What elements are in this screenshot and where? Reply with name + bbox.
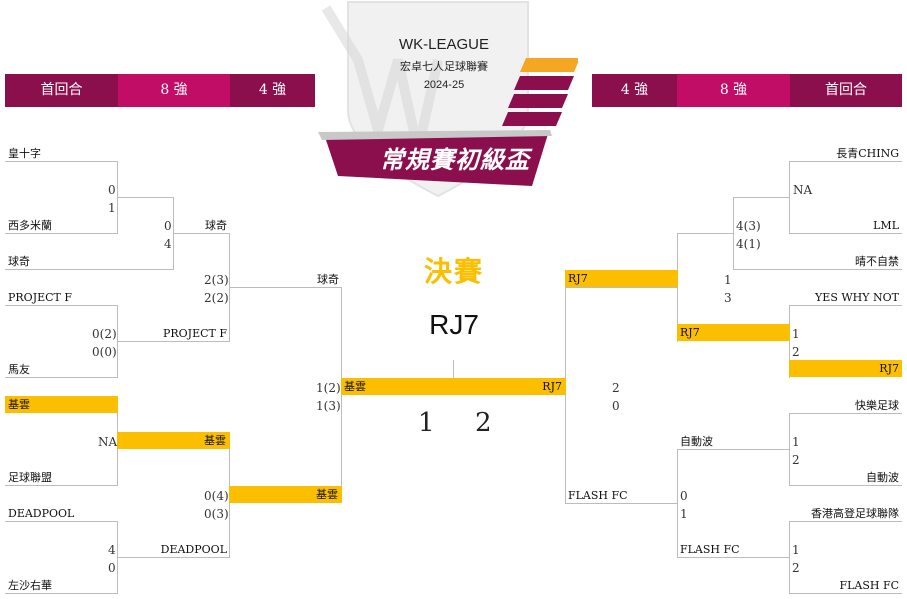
league-season: 2024-25 bbox=[423, 79, 465, 91]
team-name: 馬友 bbox=[8, 363, 30, 376]
team-name-highlight: 基雲 bbox=[5, 396, 118, 413]
team-name: YES WHY NOT bbox=[815, 291, 899, 304]
champion-name: RJ7 bbox=[429, 309, 479, 340]
score: 1(3) bbox=[316, 399, 341, 413]
score: 1 bbox=[108, 201, 116, 215]
team-name: 自動波 bbox=[680, 435, 713, 448]
score: 2 bbox=[792, 561, 800, 575]
final-score-right: 2 bbox=[475, 408, 492, 438]
team-name: 足球聯盟 bbox=[8, 471, 52, 484]
score: 4(1) bbox=[736, 237, 761, 251]
header-round-1: 首回合 bbox=[5, 74, 118, 107]
score: 0 bbox=[680, 489, 688, 503]
score: 0 bbox=[164, 219, 172, 233]
score: 1 bbox=[680, 507, 688, 521]
team-name-highlight: 基雲 bbox=[229, 486, 342, 503]
score: 2(3) bbox=[204, 273, 229, 287]
cup-name: 常規賽初級盃 bbox=[380, 146, 530, 174]
header-round-8: 8 強 bbox=[677, 74, 790, 107]
score: NA bbox=[793, 183, 813, 197]
score: 0 bbox=[108, 561, 116, 575]
final-score-left: 1 bbox=[418, 408, 435, 438]
score: 1 bbox=[792, 435, 800, 449]
score: 3 bbox=[724, 291, 732, 305]
team-name: 皇十字 bbox=[8, 147, 41, 160]
header-right: 4 強 8 強 首回合 bbox=[592, 74, 902, 107]
score: 0 bbox=[108, 183, 116, 197]
logo-shield-graphic bbox=[318, 1, 580, 198]
team-name-highlight: RJ7 bbox=[565, 270, 678, 287]
team-name: 長青CHING bbox=[836, 147, 899, 160]
score: 2 bbox=[792, 453, 800, 467]
score: 2 bbox=[612, 381, 620, 395]
team-name: PROJECT F bbox=[162, 327, 227, 340]
team-name: 球奇 bbox=[205, 219, 227, 232]
team-name-highlight: RJ7 bbox=[789, 360, 902, 377]
header-round-4: 4 強 bbox=[230, 74, 315, 107]
score: 1(2) bbox=[316, 381, 341, 395]
league-name: WK-LEAGUE bbox=[398, 36, 489, 53]
header-round-1: 首回合 bbox=[790, 74, 902, 107]
league-logo bbox=[318, 0, 580, 200]
score: 1 bbox=[792, 543, 800, 557]
score: 1 bbox=[792, 327, 800, 341]
team-name: 香港高登足球聯隊 bbox=[811, 507, 899, 520]
score: NA bbox=[98, 435, 118, 449]
score: 4(3) bbox=[736, 219, 761, 233]
header-round-8: 8 強 bbox=[118, 74, 230, 107]
score: 4 bbox=[108, 543, 116, 557]
team-name: 球奇 bbox=[8, 255, 30, 268]
team-name: LML bbox=[873, 219, 899, 232]
team-name: DEADPOOL bbox=[8, 507, 75, 520]
team-name: PROJECT F bbox=[8, 291, 73, 304]
team-name: FLASH FC bbox=[680, 543, 740, 556]
score: 0 bbox=[612, 399, 620, 413]
team-name: 快樂足球 bbox=[855, 399, 899, 412]
score: 0(4) bbox=[204, 489, 229, 503]
score: 2(2) bbox=[204, 291, 229, 305]
score: 0(3) bbox=[204, 507, 229, 521]
finalist-left: 基雲 bbox=[341, 378, 454, 395]
team-name: FLASH FC bbox=[839, 579, 899, 592]
score: 4 bbox=[164, 237, 172, 251]
final-title: 決賽 bbox=[423, 255, 484, 288]
team-name: 西多米蘭 bbox=[8, 219, 52, 232]
team-name: 左沙右華 bbox=[8, 579, 52, 592]
score: 0(0) bbox=[92, 345, 117, 359]
finalist-right: RJ7 bbox=[453, 378, 566, 395]
team-name: DEADPOOL bbox=[160, 543, 227, 556]
header-round-4: 4 強 bbox=[592, 74, 677, 107]
team-name-highlight: 基雲 bbox=[117, 432, 230, 449]
team-name: FLASH FC bbox=[568, 489, 628, 502]
league-subtitle: 宏卓七人足球聯賽 bbox=[400, 60, 488, 73]
score: 2 bbox=[792, 345, 800, 359]
team-name: 晴不自禁 bbox=[855, 255, 899, 268]
score: 0(2) bbox=[92, 327, 117, 341]
score: 1 bbox=[724, 273, 732, 287]
header-left: 首回合 8 強 4 強 bbox=[5, 74, 315, 107]
team-name: 球奇 bbox=[317, 273, 339, 286]
team-name: 自動波 bbox=[866, 471, 899, 484]
team-name-highlight: RJ7 bbox=[677, 324, 790, 341]
